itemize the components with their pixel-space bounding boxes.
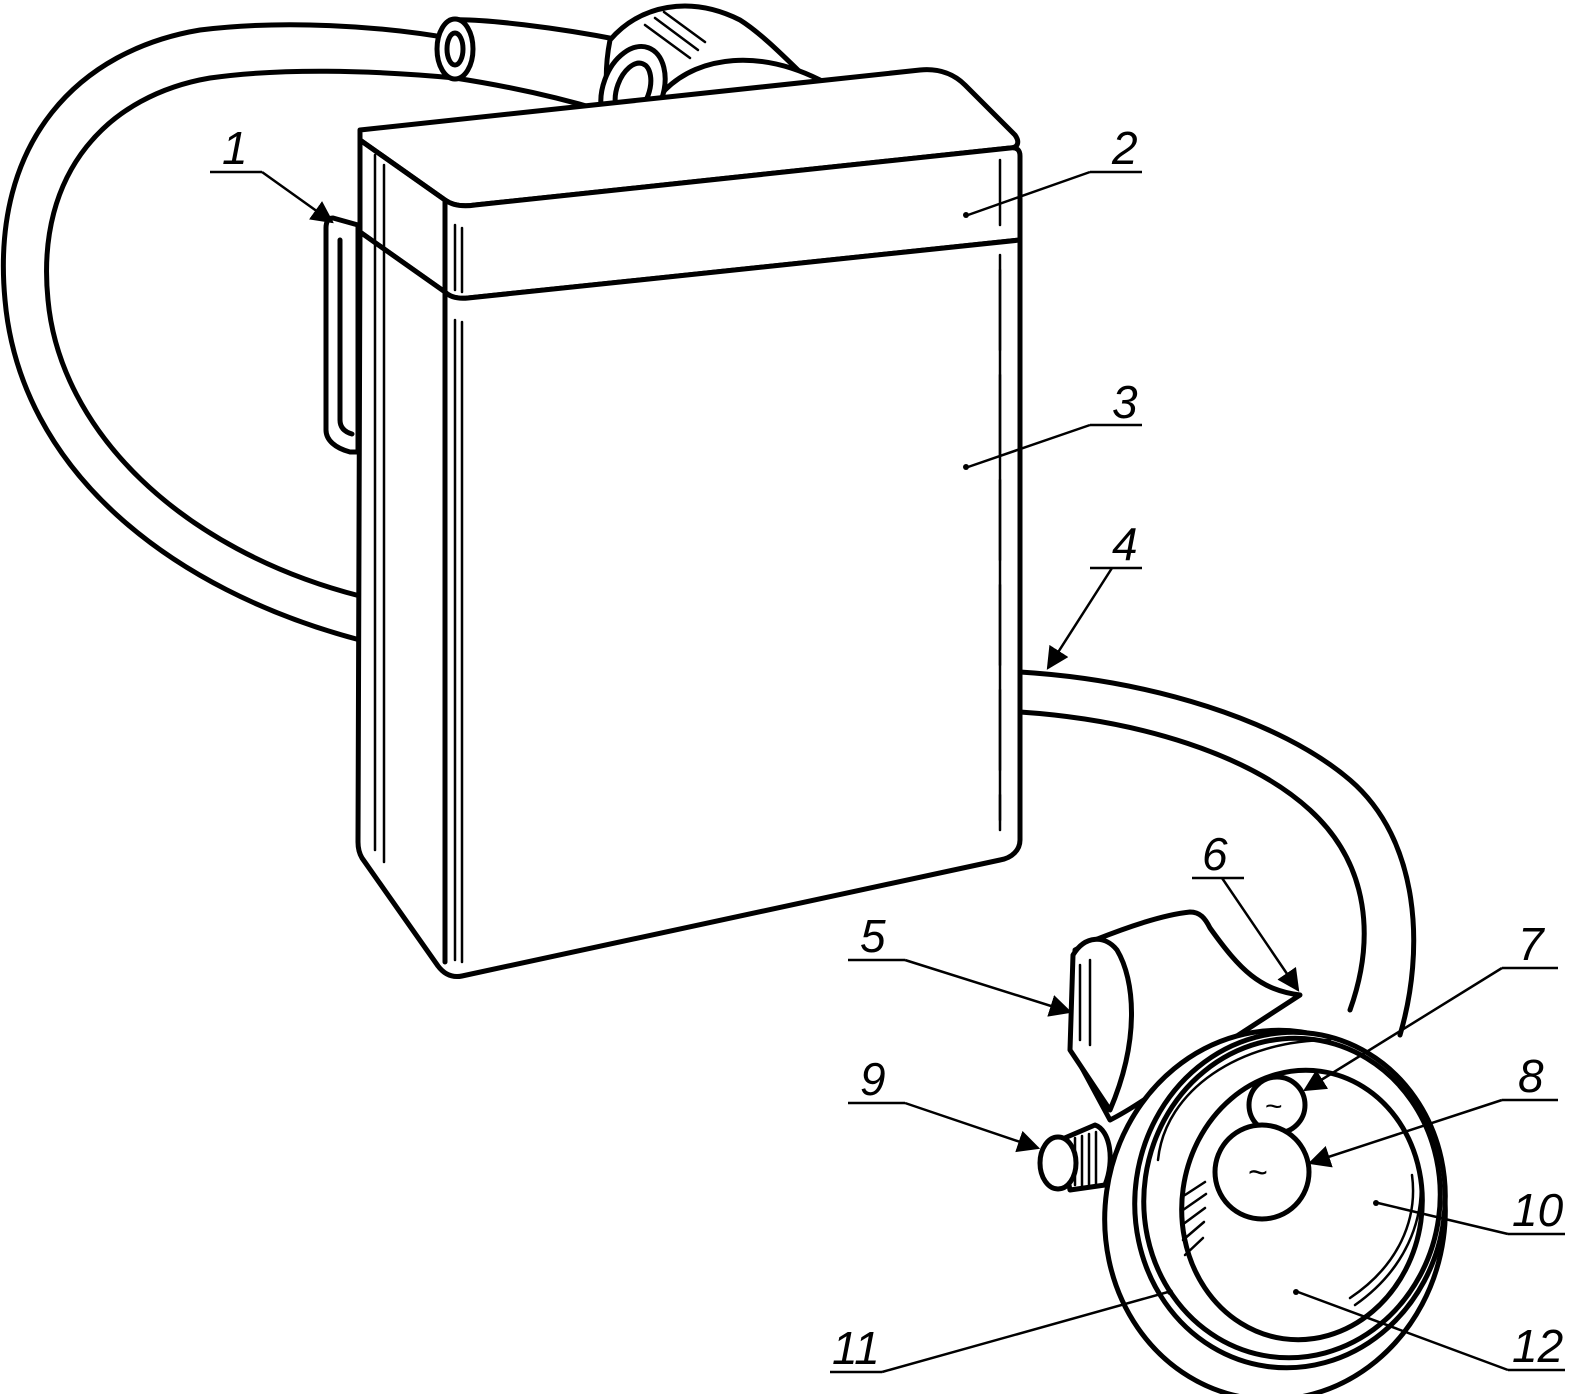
label-1: 1 <box>222 122 248 174</box>
label-4: 4 <box>1112 518 1138 570</box>
label-8: 8 <box>1518 1050 1544 1102</box>
label-11: 11 <box>832 1322 880 1374</box>
switch-knob <box>1037 1122 1113 1193</box>
ac-symbol-large: ~ <box>1248 1154 1268 1192</box>
bulb-large: ~ <box>1212 1122 1312 1222</box>
label-9: 9 <box>860 1053 886 1105</box>
ac-symbol-small: ~ <box>1265 1090 1283 1123</box>
leader-lines <box>210 170 1565 1374</box>
reference-numerals: 1 2 3 4 5 6 7 8 9 10 11 12 <box>222 122 1564 1374</box>
label-12: 12 <box>1512 1320 1563 1372</box>
label-2: 2 <box>1111 122 1138 174</box>
label-6: 6 <box>1202 828 1228 880</box>
label-5: 5 <box>860 910 886 962</box>
label-10: 10 <box>1512 1184 1564 1236</box>
battery-box <box>323 67 1023 979</box>
bulb-small: ~ <box>1246 1074 1308 1136</box>
label-3: 3 <box>1112 376 1138 428</box>
lower-cable <box>1017 669 1417 1038</box>
upper-cable <box>1 16 623 643</box>
headlamp: ~ ~ <box>1037 909 1448 1394</box>
label-7: 7 <box>1518 918 1545 970</box>
